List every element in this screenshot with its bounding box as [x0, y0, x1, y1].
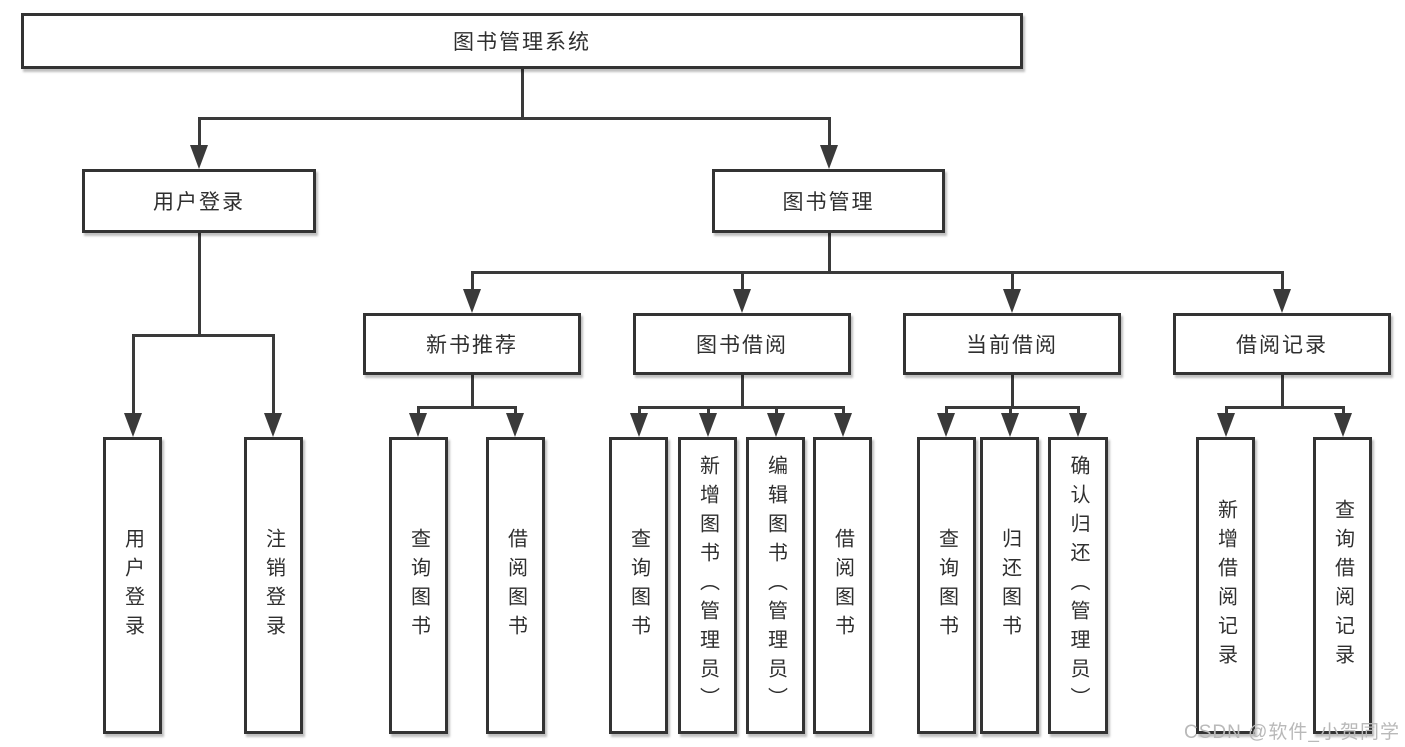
arrowhead-down-icon [834, 413, 852, 437]
arrowhead-down-icon [1003, 289, 1021, 313]
connector-line-vertical [1010, 272, 1014, 291]
arrowhead-down-icon [630, 413, 648, 437]
connector-line-vertical [131, 335, 135, 414]
arrowhead-down-icon [733, 289, 751, 313]
leaf-edit-book-admin-label: 编辑图书（管理员） [764, 455, 787, 716]
arrowhead-down-icon [190, 145, 208, 169]
node-book-management-label: 图书管理 [782, 191, 875, 214]
connector-line-horizontal [637, 405, 845, 409]
leaf-query-books-1-label: 查询图书 [407, 527, 430, 644]
connector-line-vertical [197, 230, 201, 335]
node-book-borrow: 图书借阅 [633, 313, 851, 375]
arrowhead-down-icon [1217, 413, 1235, 437]
leaf-query-borrow-record-label: 查询借阅记录 [1331, 498, 1354, 673]
leaf-borrow-books-2: 借阅图书 [813, 437, 872, 734]
connector-line-horizontal [470, 270, 1284, 274]
connector-line-vertical [1341, 407, 1345, 415]
connector-line-vertical [271, 335, 275, 414]
node-system-root: 图书管理系统 [21, 13, 1023, 69]
leaf-return-book-label: 归还图书 [998, 527, 1021, 644]
node-new-book-recommend: 新书推荐 [363, 313, 581, 375]
connector-line-horizontal [944, 405, 1080, 409]
leaf-query-books-1: 查询图书 [389, 437, 448, 734]
leaf-return-book: 归还图书 [980, 437, 1039, 734]
connector-line-vertical [637, 407, 641, 415]
connector-line-vertical [827, 230, 831, 272]
leaf-query-books-2: 查询图书 [609, 437, 668, 734]
leaf-confirm-return-admin-label: 确认归还（管理员） [1067, 455, 1089, 716]
leaf-logout-label: 注销登录 [262, 527, 285, 644]
connector-line-vertical [513, 407, 517, 415]
leaf-borrow-books-1-label: 借阅图书 [504, 527, 527, 644]
leaf-add-borrow-record: 新增借阅记录 [1196, 437, 1255, 734]
connector-line-horizontal [131, 333, 275, 337]
arrowhead-down-icon [1273, 289, 1291, 313]
leaf-borrow-books-2-label: 借阅图书 [831, 527, 854, 644]
leaf-query-books-3-label: 查询图书 [935, 527, 958, 644]
connector-line-vertical [944, 407, 948, 415]
arrowhead-down-icon [124, 413, 142, 437]
connector-line-vertical [740, 272, 744, 291]
node-current-borrow-label: 当前借阅 [966, 334, 1058, 357]
leaf-edit-book-admin: 编辑图书（管理员） [746, 437, 805, 734]
leaf-query-borrow-record: 查询借阅记录 [1313, 437, 1372, 734]
node-new-book-recommend-label: 新书推荐 [426, 334, 518, 357]
connector-line-horizontal [1224, 405, 1345, 409]
leaf-add-book-admin-label: 新增图书（管理员） [696, 455, 719, 716]
leaf-borrow-books-1: 借阅图书 [486, 437, 545, 734]
leaf-query-books-2-label: 查询图书 [627, 527, 650, 644]
connector-line-vertical [470, 272, 474, 291]
connector-line-horizontal [416, 405, 517, 409]
connector-line-vertical [470, 372, 474, 407]
arrowhead-down-icon [463, 289, 481, 313]
leaf-query-books-3: 查询图书 [917, 437, 976, 734]
arrowhead-down-icon [506, 413, 524, 437]
watermark: CSDN @软件_小贺同学 [1184, 722, 1400, 743]
leaf-user-login-label: 用户登录 [121, 527, 144, 644]
connector-line-vertical [1280, 372, 1284, 407]
arrowhead-down-icon [1001, 413, 1019, 437]
connector-line-vertical [520, 66, 524, 118]
node-system-root-label: 图书管理系统 [453, 31, 591, 54]
node-current-borrow: 当前借阅 [903, 313, 1121, 375]
connector-line-vertical [1280, 272, 1284, 291]
connector-line-vertical [1008, 407, 1012, 415]
arrowhead-down-icon [264, 413, 282, 437]
node-user-login-label: 用户登录 [153, 191, 245, 214]
arrowhead-down-icon [1069, 413, 1087, 437]
leaf-add-borrow-record-label: 新增借阅记录 [1214, 498, 1237, 673]
arrowhead-down-icon [937, 413, 955, 437]
leaf-user-login: 用户登录 [103, 437, 162, 734]
connector-line-vertical [416, 407, 420, 415]
arrowhead-down-icon [699, 413, 717, 437]
connector-line-vertical [1224, 407, 1228, 415]
connector-line-horizontal [197, 116, 831, 120]
connector-line-vertical [740, 372, 744, 407]
node-borrow-records: 借阅记录 [1173, 313, 1391, 375]
connector-line-vertical [1010, 372, 1014, 407]
leaf-confirm-return-admin: 确认归还（管理员） [1048, 437, 1108, 734]
node-book-management: 图书管理 [712, 169, 945, 233]
connector-line-vertical [197, 118, 201, 146]
arrowhead-down-icon [409, 413, 427, 437]
arrowhead-down-icon [1334, 413, 1352, 437]
node-book-borrow-label: 图书借阅 [696, 334, 788, 357]
leaf-add-book-admin: 新增图书（管理员） [678, 437, 737, 734]
node-user-login: 用户登录 [82, 169, 316, 233]
arrowhead-down-icon [820, 145, 838, 169]
connector-line-vertical [827, 118, 831, 146]
connector-line-vertical [774, 407, 778, 415]
arrowhead-down-icon [767, 413, 785, 437]
leaf-logout: 注销登录 [244, 437, 303, 734]
node-borrow-records-label: 借阅记录 [1236, 334, 1328, 357]
connector-line-vertical [841, 407, 845, 415]
connector-line-vertical [1076, 407, 1080, 415]
connector-line-vertical [706, 407, 710, 415]
